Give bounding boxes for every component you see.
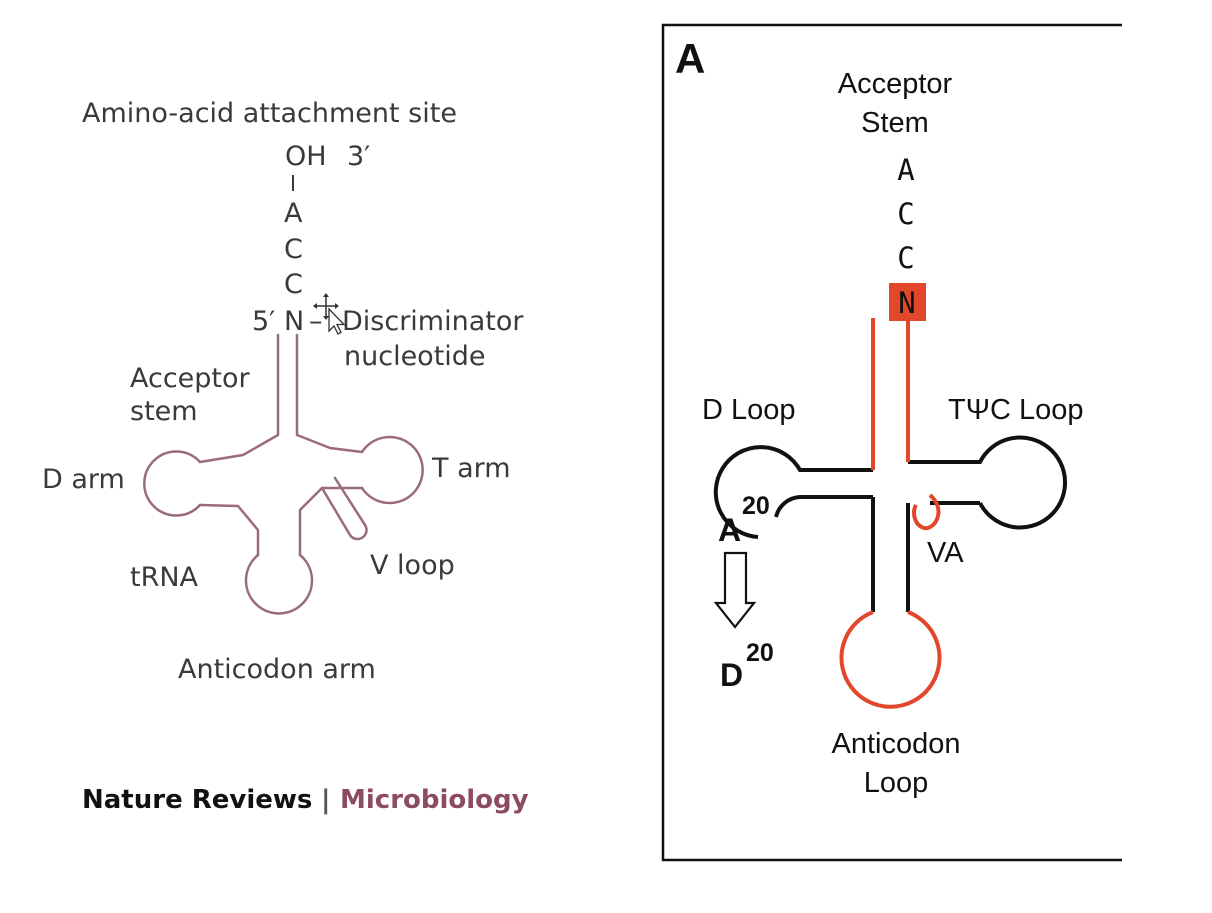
panel-frame (661, 23, 1122, 862)
credit-journal: Nature Reviews (82, 785, 312, 815)
anticodon-arm-label: Anticodon arm (178, 654, 376, 685)
panel-letter: A (675, 35, 705, 82)
acceptor-label-line1: Acceptor (130, 363, 251, 394)
d20-superscript: 20 (746, 639, 774, 667)
acceptor-stem-label-line1: Acceptor (838, 68, 953, 100)
anticodon-loop-label-line1: Anticodon (832, 728, 961, 760)
left-trna-diagram: Amino-acid attachment site OH 3′ A C C 5… (42, 98, 529, 815)
d-loop-label: D Loop (702, 394, 796, 426)
discriminator-dash: – (309, 306, 323, 337)
seq-base-1: A (284, 198, 303, 229)
right-trna-outline (713, 435, 1067, 612)
d-arm-label: D arm (42, 464, 125, 495)
right-trna-panel: A Acceptor Stem A C C N D Loop TΨC L (661, 23, 1122, 862)
credit-separator: | (321, 785, 331, 815)
discriminator-label-line1: Discriminator (342, 306, 524, 337)
trna-label: tRNA (130, 562, 199, 593)
oh-label: OH (285, 141, 327, 172)
discriminator-highlight (889, 283, 926, 321)
seq-base-2: C (284, 234, 303, 265)
va-label: VA (927, 537, 964, 569)
v-loop-label: V loop (370, 550, 455, 581)
attachment-site-label: Amino-acid attachment site (82, 98, 457, 129)
tpsic-loop-label: TΨC Loop (948, 394, 1083, 426)
arrow-down-icon (713, 551, 757, 629)
seq-base-a: A (897, 153, 914, 187)
a20-superscript: 20 (742, 492, 770, 520)
seq-base-c2: C (897, 241, 914, 275)
seq-base-3: C (284, 269, 303, 300)
right-trna-highlight (839, 318, 942, 709)
acceptor-label-line2: stem (130, 396, 198, 427)
move-cursor-icon (313, 293, 346, 335)
discriminator-label-line2: nucleotide (344, 341, 486, 372)
discriminator-n-right: N (898, 286, 915, 320)
t-arm-label: T arm (431, 453, 511, 484)
seq-base-c1: C (897, 197, 914, 231)
left-trna-outline (143, 333, 424, 615)
acceptor-stem-label-line2: Stem (861, 107, 929, 139)
anticodon-loop-label-line2: Loop (864, 767, 929, 799)
five-prime-label: 5′ (252, 306, 275, 337)
a20-base: A (718, 512, 741, 548)
d20-base: D (720, 657, 743, 693)
discriminator-n: N (284, 306, 304, 337)
credit-section: Microbiology (340, 785, 529, 815)
three-prime-label: 3′ (347, 141, 370, 172)
